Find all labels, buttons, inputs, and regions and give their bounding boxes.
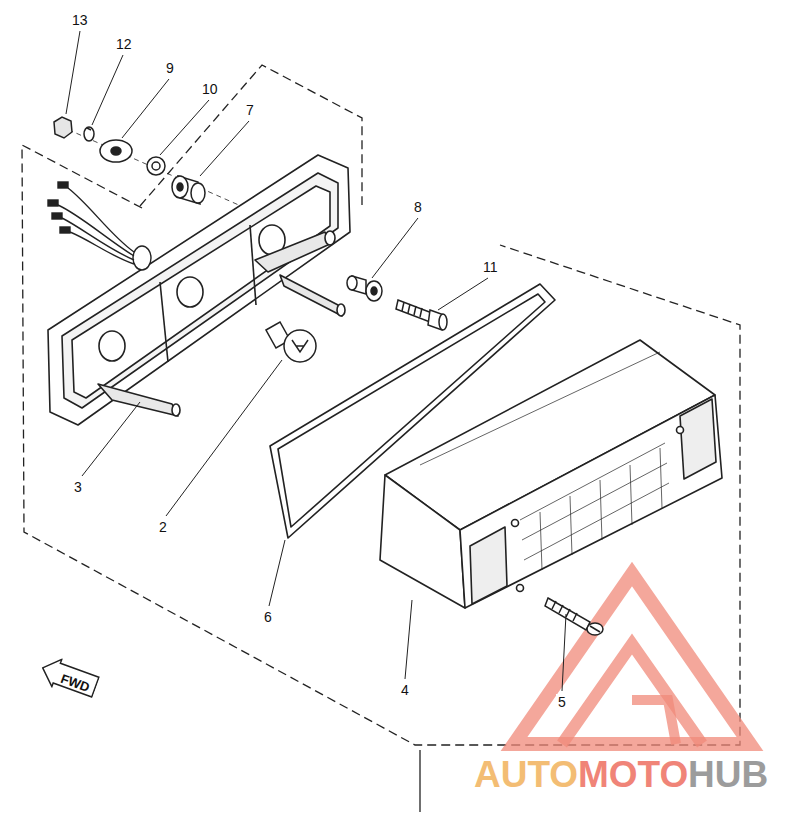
callout-number: 13 (70, 12, 90, 28)
leader-line (66, 31, 566, 691)
bulb (266, 322, 316, 362)
watermark-logo (514, 574, 750, 744)
reference-line (419, 750, 420, 812)
callout-number: 2 (157, 519, 169, 535)
lens (380, 340, 722, 608)
screw-grommet (347, 276, 447, 330)
housing (48, 155, 350, 425)
callout-number: 10 (200, 81, 220, 97)
callout-number: 4 (399, 682, 411, 698)
callout-number: 12 (114, 36, 134, 52)
watermark-text: AUTO (474, 756, 578, 793)
watermark-text: HUB (688, 756, 768, 793)
lens-screw (545, 598, 603, 635)
callout-number: 11 (481, 259, 500, 275)
axis-line (60, 126, 250, 210)
group-outline (22, 65, 740, 745)
arrow-shape (38, 654, 101, 700)
direction-arrow: FWD (36, 653, 101, 702)
callout-number: 7 (244, 102, 256, 118)
callout-number: 5 (556, 694, 568, 710)
callout-number: 6 (262, 609, 274, 625)
callout-number: 9 (164, 60, 176, 76)
watermark-text: MOTO (578, 756, 688, 793)
callout-number: 8 (412, 199, 424, 215)
callout-number: 3 (72, 479, 84, 495)
wire-harness (48, 182, 151, 270)
